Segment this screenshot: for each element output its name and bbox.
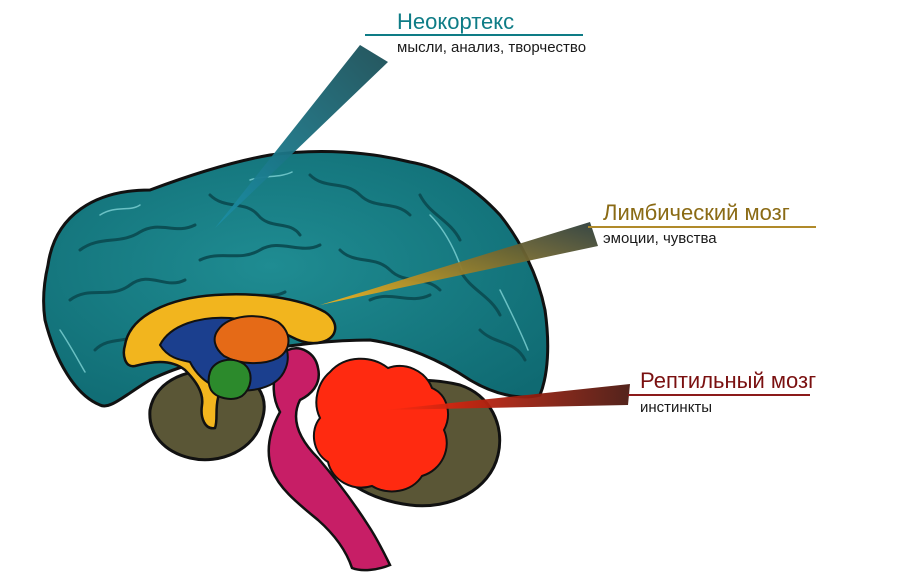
brainstem-shape xyxy=(267,347,392,572)
reptilian-underline xyxy=(628,394,810,396)
limbic-title: Лимбический мозг xyxy=(603,200,790,225)
amygdala-shape xyxy=(207,358,252,400)
neocortex-title: Неокортекс xyxy=(397,9,515,34)
reptilian-title: Рептильный мозг xyxy=(640,368,817,393)
reptilian-subtitle: инстинкты xyxy=(640,399,713,416)
reptilian-shape xyxy=(312,357,449,493)
limbic-subtitle: эмоции, чувства xyxy=(603,230,717,247)
neocortex-underline xyxy=(365,34,583,36)
hypothalamus-shape xyxy=(213,315,290,364)
limbic-pointer xyxy=(320,222,598,305)
neocortex-pointer xyxy=(215,45,388,228)
neocortex-subtitle: мысли, анализ, творчество xyxy=(397,39,587,56)
limbic-underline xyxy=(588,226,816,228)
reptilian-pointer xyxy=(385,384,630,410)
